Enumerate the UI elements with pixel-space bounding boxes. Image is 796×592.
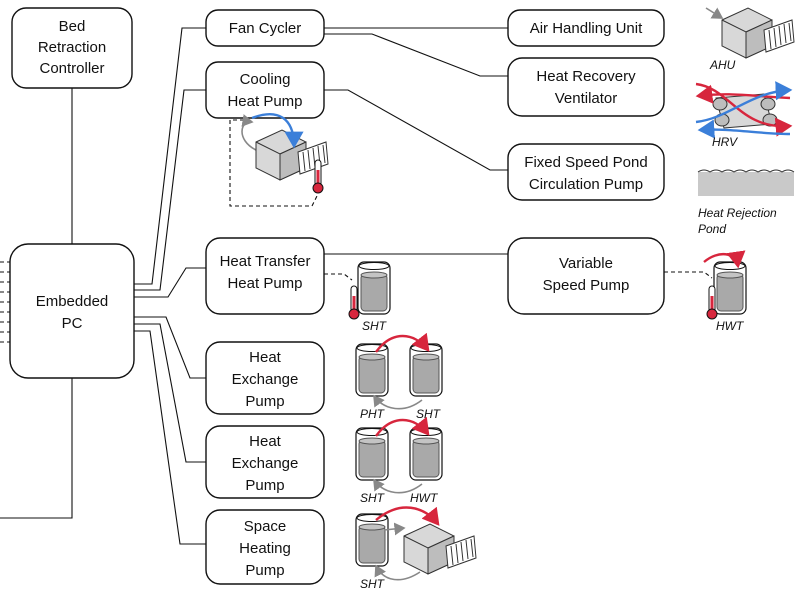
svg-text:Pump: Pump [245,562,284,579]
svg-text:Heat: Heat [249,349,282,366]
svg-text:Fixed Speed Pond: Fixed Speed Pond [524,154,647,171]
fixed-speed-pond-pump-box[interactable]: Fixed Speed Pond Circulation Pump [507,143,665,201]
svg-text:Embedded: Embedded [36,293,109,310]
svg-text:SHT: SHT [360,577,386,591]
svg-text:Heat Pump: Heat Pump [227,93,302,110]
svg-text:Bed: Bed [59,18,86,35]
space-heating-pump-box[interactable]: Space Heating Pump [205,509,325,585]
svg-text:Speed Pump: Speed Pump [543,277,630,294]
heat-exchange-pump-2-box[interactable]: Heat Exchange Pump [205,425,325,499]
svg-text:Heating: Heating [239,540,291,557]
heat-exchange-1-tanks-illustration: PHT SHT [355,332,443,421]
svg-text:Heat Recovery: Heat Recovery [536,68,636,85]
svg-text:Pond: Pond [698,222,726,236]
embedded-pc[interactable]: Embedded PC [9,243,135,379]
svg-text:Fan Cycler: Fan Cycler [229,20,302,37]
svg-text:Variable: Variable [559,255,613,272]
control-wiring [0,27,508,545]
svg-text:Cooling: Cooling [240,71,291,88]
heat-transfer-heat-pump-box[interactable]: Heat Transfer Heat Pump [205,237,325,315]
svg-text:HRV: HRV [712,135,738,149]
variable-speed-pump-box[interactable]: Variable Speed Pump [507,237,665,315]
air-handling-unit-box[interactable]: Air Handling Unit [507,9,665,47]
svg-text:Circulation Pump: Circulation Pump [529,176,643,193]
svg-text:Exchange: Exchange [232,371,299,388]
svg-text:Pump: Pump [245,393,284,410]
svg-text:Pump: Pump [245,477,284,494]
svg-text:Heat Rejection: Heat Rejection [698,206,777,220]
heat-recovery-ventilator-box[interactable]: Heat Recovery Ventilator [507,57,665,117]
bed-retraction-controller[interactable]: Bed Retraction Controller [11,7,133,89]
svg-text:Heat Pump: Heat Pump [227,275,302,292]
ahu-illustration: AHU [705,7,795,72]
svg-text:SHT: SHT [360,491,386,505]
heat-rejection-pond-illustration: Heat Rejection Pond [697,169,795,236]
svg-text:Ventilator: Ventilator [555,90,618,107]
heat-transfer-tank-illustration: SHT [324,261,391,333]
variable-pump-tank-illustration: HWT [664,250,747,333]
svg-text:Heat Transfer: Heat Transfer [220,253,311,270]
svg-text:Air Handling Unit: Air Handling Unit [530,20,643,37]
fan-cycler-box[interactable]: Fan Cycler [205,9,325,47]
svg-text:SHT: SHT [416,407,442,421]
svg-text:Space: Space [244,518,287,535]
svg-text:PC: PC [62,315,83,332]
svg-text:HWT: HWT [410,491,439,505]
heat-exchange-2-tanks-illustration: SHT HWT [355,416,443,505]
svg-text:HWT: HWT [716,319,745,333]
svg-text:Controller: Controller [39,60,104,77]
cooling-heat-pump-box[interactable]: Cooling Heat Pump [205,61,325,119]
svg-text:Exchange: Exchange [232,455,299,472]
svg-text:Retraction: Retraction [38,39,106,56]
space-heating-illustration: SHT [355,506,477,591]
svg-text:Heat: Heat [249,433,282,450]
hrv-illustration: HRV [695,81,793,149]
svg-text:AHU: AHU [709,58,736,72]
heat-exchange-pump-1-box[interactable]: Heat Exchange Pump [205,341,325,415]
svg-text:PHT: PHT [360,407,386,421]
cooling-heat-pump-illustration [229,113,329,207]
svg-text:SHT: SHT [362,319,388,333]
